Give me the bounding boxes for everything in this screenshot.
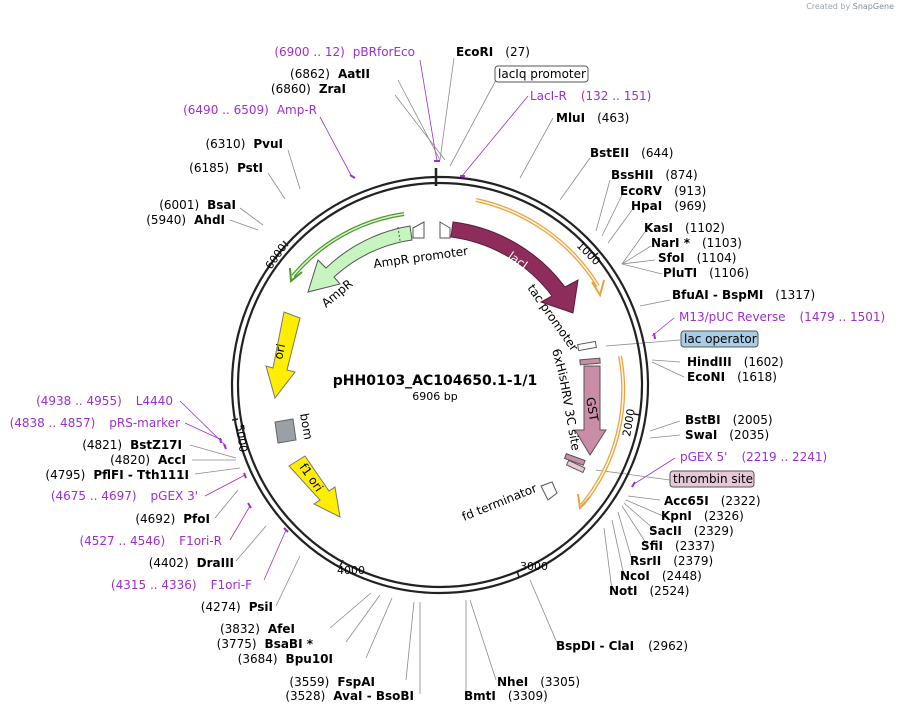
enzyme-BstBI: BstBI(2005) xyxy=(685,413,773,427)
feature-label-bom: bom xyxy=(297,412,315,441)
GST-orf-outline xyxy=(577,355,626,511)
primer-L4440: (4938 .. 4955)L4440 xyxy=(36,394,173,408)
enzyme-NheI: NheI(3305) xyxy=(497,675,580,689)
enzyme-RsrII: RsrII(2379) xyxy=(630,554,713,568)
feature-label-GST: GST xyxy=(583,396,601,423)
enzyme-AatII: (6862)AatII xyxy=(290,67,370,81)
enzyme-SacII: SacII(2329) xyxy=(649,524,734,538)
enzyme-NotI: NotI(2524) xyxy=(609,584,689,598)
enzyme-MluI: MluI(463) xyxy=(556,111,629,125)
ruler xyxy=(231,240,641,578)
enzyme-AfeI: (3832)AfeI xyxy=(220,622,295,636)
primer-pBRforEco: (6900 .. 12)pBRforEco xyxy=(274,45,415,59)
enzyme-AhdI: (5940)AhdI xyxy=(146,213,225,227)
feature-label-ampR-promoter: AmpR promoter xyxy=(372,244,468,271)
leader-lines xyxy=(179,57,685,695)
feature-fd-terminator[interactable]: fd terminator xyxy=(460,481,558,524)
label-lac-operator[interactable]: lac operator xyxy=(680,330,759,348)
primer-pGEX-3: (4675 .. 4697)pGEX 3' xyxy=(51,489,198,503)
ampR-promoter-label: AmpR promoter xyxy=(372,244,468,271)
enzyme-SwaI: SwaI(2035) xyxy=(685,428,769,442)
primer-labels: (6900 .. 12)pBRforEco (6490 .. 6509)Amp-… xyxy=(10,45,886,592)
lacI-orf-outline xyxy=(475,198,605,298)
primer-F1ori-R: (4527 .. 4546)F1ori-R xyxy=(79,534,222,548)
primer-M13-pUC-Reverse: M13/pUC Reverse(1479 .. 1501) xyxy=(679,310,885,324)
feature-f1-ori[interactable]: f1 ori xyxy=(288,455,341,518)
svg-text:lac operator: lac operator xyxy=(684,332,757,346)
enzyme-FspAI: (3559)FspAI xyxy=(289,675,375,689)
primer-marks xyxy=(219,160,656,533)
enzyme-HpaI: HpaI(969) xyxy=(631,199,706,213)
feature-GST[interactable]: GST xyxy=(574,365,607,456)
feature-ampR[interactable]: AmpR xyxy=(307,225,413,310)
enzyme-BspDI-ClaI: BspDI - ClaI(2962) xyxy=(556,639,688,653)
enzyme-BstZ17I: (4821)BstZ17I xyxy=(82,438,182,452)
enzyme-BsaBI: (3775)BsaBI * xyxy=(217,637,314,651)
backbone xyxy=(230,168,650,595)
enzyme-ZraI: (6860)ZraI xyxy=(271,82,346,96)
feature-bom[interactable]: bom xyxy=(274,412,315,444)
feature-label-fd-terminator: fd terminator xyxy=(460,481,539,524)
enzyme-labels-right: EcoRI(27) MluI(463) BstEII(644) BssHII(8… xyxy=(456,45,815,703)
enzyme-labels-left: (3528)AvaI - BsoBI (3559)FspAI (3684)Bpu… xyxy=(45,67,414,703)
enzyme-EcoRI: EcoRI(27) xyxy=(456,45,530,59)
ruler-label-3000: 3000 xyxy=(520,560,548,573)
ampR-orf-outline xyxy=(289,212,405,283)
enzyme-NcoI: NcoI(2448) xyxy=(620,569,702,583)
ruler-label-5000: 5000 xyxy=(233,424,250,454)
enzyme-EcoNI: EcoNI(1618) xyxy=(687,370,777,384)
enzyme-BmtI: BmtI(3309) xyxy=(464,689,548,703)
label-thrombin-site[interactable]: thrombin site xyxy=(669,470,755,488)
enzyme-PluTI: PluTI(1106) xyxy=(663,266,749,280)
primer-pRS-marker: (4838 .. 4857)pRS-marker xyxy=(10,416,180,430)
enzyme-SfiI: SfiI(2337) xyxy=(641,539,715,553)
svg-text:thrombin site: thrombin site xyxy=(673,472,753,486)
enzyme-PflFI-Tth111I: (4795)PflFI - Tth111I xyxy=(45,468,189,482)
enzyme-DraIII: (4402)DraIII xyxy=(149,556,234,570)
ruler-labels: 1000 2000 3000 4000 5000 6000 xyxy=(233,239,638,577)
feature-label-6xHis: 6xHis xyxy=(549,347,571,383)
label-lacIq-promoter[interactable]: lacIq promoter xyxy=(494,65,589,83)
enzyme-BstEII: BstEII(644) xyxy=(590,146,673,160)
feature-HRV-3C-site[interactable]: HRV 3C site xyxy=(557,380,586,474)
ruler-label-1000: 1000 xyxy=(574,239,603,268)
enzyme-AccI: (4820)AccI xyxy=(110,453,186,467)
enzyme-BfuAI-BspMI: BfuAI - BspMI(1317) xyxy=(672,288,815,302)
enzyme-NarI: NarI *(1103) xyxy=(651,236,742,250)
snapgene-brand: SnapGene xyxy=(852,2,894,11)
feature-lacI[interactable]: lacI xyxy=(450,221,579,314)
feature-ampR-promoter-small[interactable] xyxy=(412,221,451,239)
feature-label-ori: ori xyxy=(271,342,288,360)
ruler-label-2000: 2000 xyxy=(620,408,638,438)
enzyme-KasI: KasI(1102) xyxy=(644,221,725,235)
enzyme-AvaI-BsoBI: (3528)AvaI - BsoBI xyxy=(285,689,414,703)
primer-pGEX-5: pGEX 5'(2219 .. 2241) xyxy=(680,450,827,464)
primer-LacI-R: LacI-R(132 .. 151) xyxy=(530,89,651,103)
snapgene-credit: Created by SnapGene xyxy=(806,2,894,11)
feature-ori[interactable]: ori xyxy=(265,311,301,400)
enzyme-BsaI: (6001)BsaI xyxy=(159,198,236,212)
enzyme-KpnI: KpnI(2326) xyxy=(661,509,744,523)
enzyme-PstI: (6185)PstI xyxy=(189,161,263,175)
primer-Amp-R: (6490 .. 6509)Amp-R xyxy=(183,103,317,117)
plasmid-size: 6906 bp xyxy=(412,390,457,403)
enzyme-Acc65I: Acc65I(2322) xyxy=(664,494,761,508)
enzyme-EcoRV: EcoRV(913) xyxy=(620,184,706,198)
enzyme-Bpu10I: (3684)Bpu10I xyxy=(238,652,333,666)
plasmid-name: pHH0103_AC104650.1-1/1 xyxy=(333,373,537,389)
enzyme-PsiI: (4274)PsiI xyxy=(201,600,273,614)
enzyme-SfoI: SfoI(1104) xyxy=(658,251,736,265)
enzyme-HindIII: HindIII(1602) xyxy=(687,355,784,369)
enzyme-BssHII: BssHII(874) xyxy=(611,168,698,182)
ruler-label-4000: 4000 xyxy=(337,564,365,577)
enzyme-PfoI: (4692)PfoI xyxy=(135,512,210,526)
enzyme-PvuI: (6310)PvuI xyxy=(205,137,283,151)
primer-F1ori-F: (4315 .. 4336)F1ori-F xyxy=(111,578,252,592)
svg-text:lacIq promoter: lacIq promoter xyxy=(498,67,586,81)
feature-label-HRV-3C-site: HRV 3C site xyxy=(557,380,583,452)
